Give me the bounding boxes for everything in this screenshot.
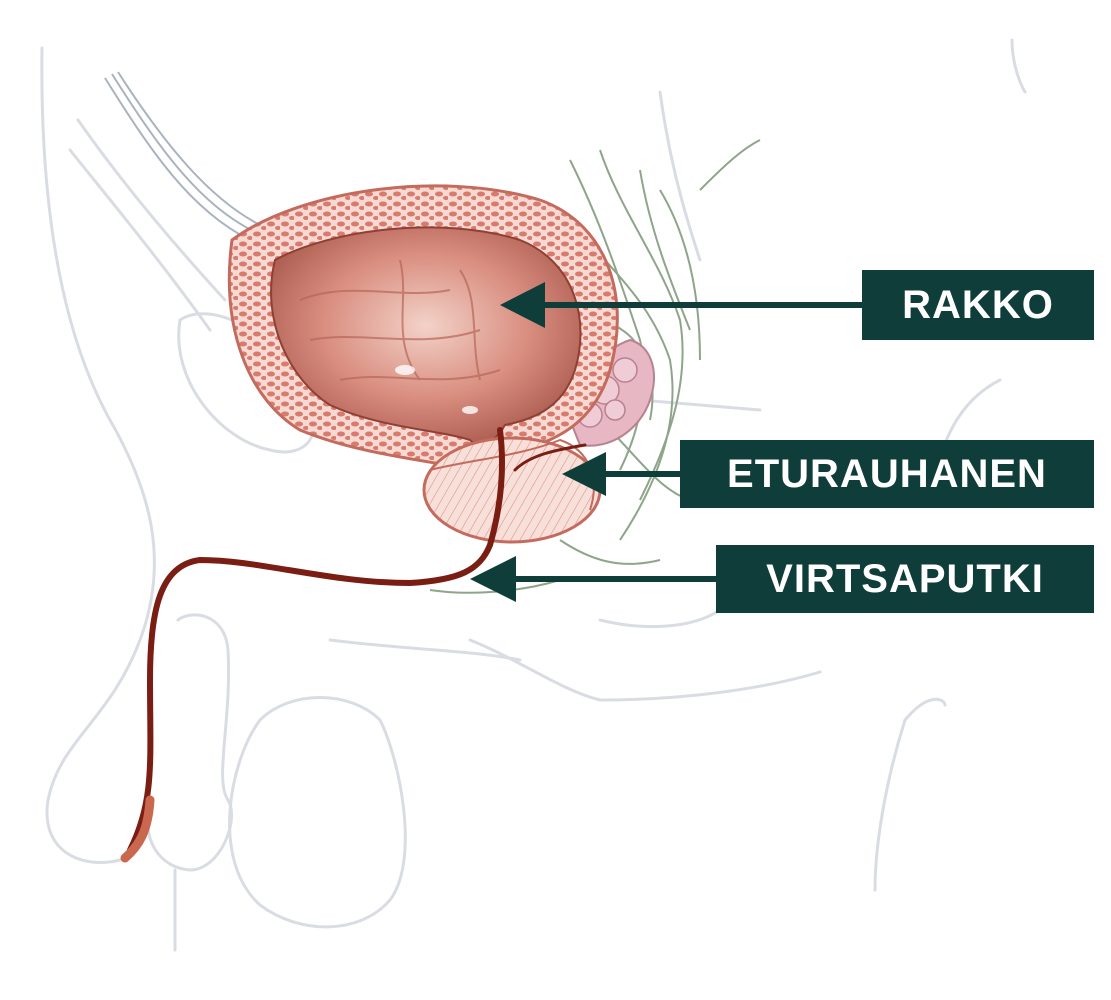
prostate	[422, 436, 602, 544]
arrow-left-icon	[500, 282, 545, 328]
ureter-strands	[104, 71, 263, 241]
arrow-prostate	[562, 452, 682, 496]
bladder	[227, 184, 619, 476]
arrow-left-icon	[470, 556, 516, 602]
arrow-urethra	[470, 556, 718, 602]
arrow-left-icon	[562, 452, 606, 496]
label-bladder: RAKKO	[862, 270, 1094, 340]
arrow-bladder	[500, 282, 865, 328]
urethra	[120, 427, 587, 863]
label-urethra: VIRTSAPUTKI	[716, 545, 1094, 613]
label-prostate: ETURAUHANEN	[680, 440, 1094, 508]
